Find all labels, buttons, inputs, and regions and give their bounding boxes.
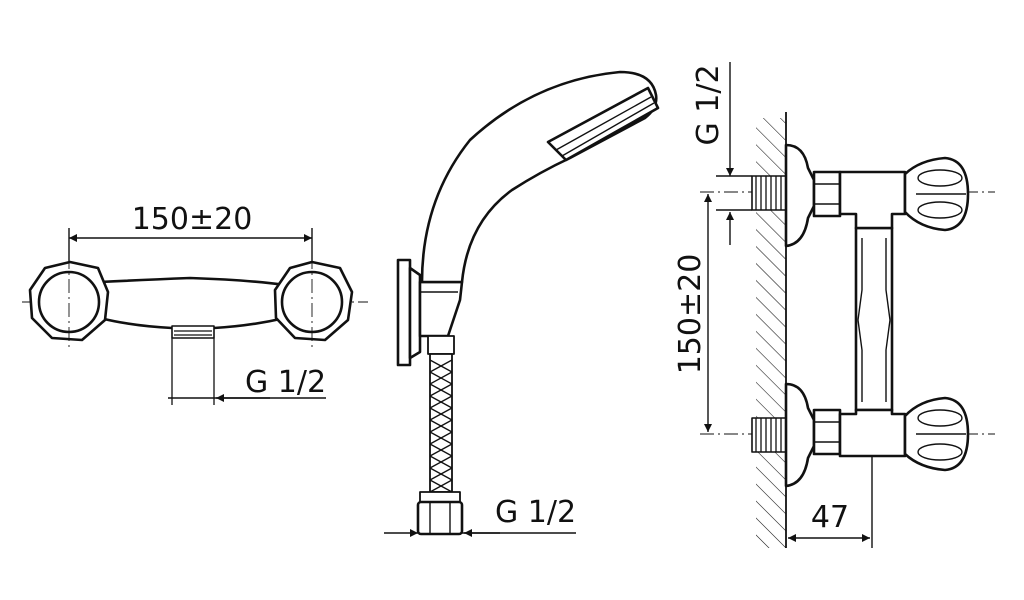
hose-nut <box>416 500 464 536</box>
shower-holder <box>418 280 464 338</box>
side-top-arm <box>838 170 907 230</box>
front-spacing-label: 150±20 <box>132 202 253 237</box>
hand-shower-view: G 1/2 <box>384 70 660 537</box>
side-view: G 1/2 150±20 47 <box>673 62 995 548</box>
side-bottom-arm <box>838 408 907 458</box>
front-thread-label: G 1/2 <box>245 365 326 400</box>
side-top-thread <box>751 175 787 211</box>
front-left-handle <box>28 255 110 350</box>
braided-hose <box>429 353 453 493</box>
side-top-handle <box>903 156 970 232</box>
front-view: 150±20 G 1/2 <box>22 202 368 405</box>
side-bottom-thread <box>751 417 787 453</box>
projection-label: 47 <box>811 500 849 535</box>
side-bottom-handle <box>903 396 970 472</box>
side-bottom-nut <box>812 408 842 456</box>
side-spacing-label: 150±20 <box>673 254 708 375</box>
side-top-escutcheon <box>784 143 816 248</box>
inlet-thread-label: G 1/2 <box>691 64 726 145</box>
hose-thread-label: G 1/2 <box>495 495 576 530</box>
front-mixer-body <box>98 276 287 330</box>
bracket-plate <box>396 258 412 367</box>
side-bottom-escutcheon <box>784 382 816 488</box>
front-right-handle <box>273 255 354 350</box>
side-top-nut <box>812 170 842 218</box>
front-outlet-thread <box>171 325 215 405</box>
